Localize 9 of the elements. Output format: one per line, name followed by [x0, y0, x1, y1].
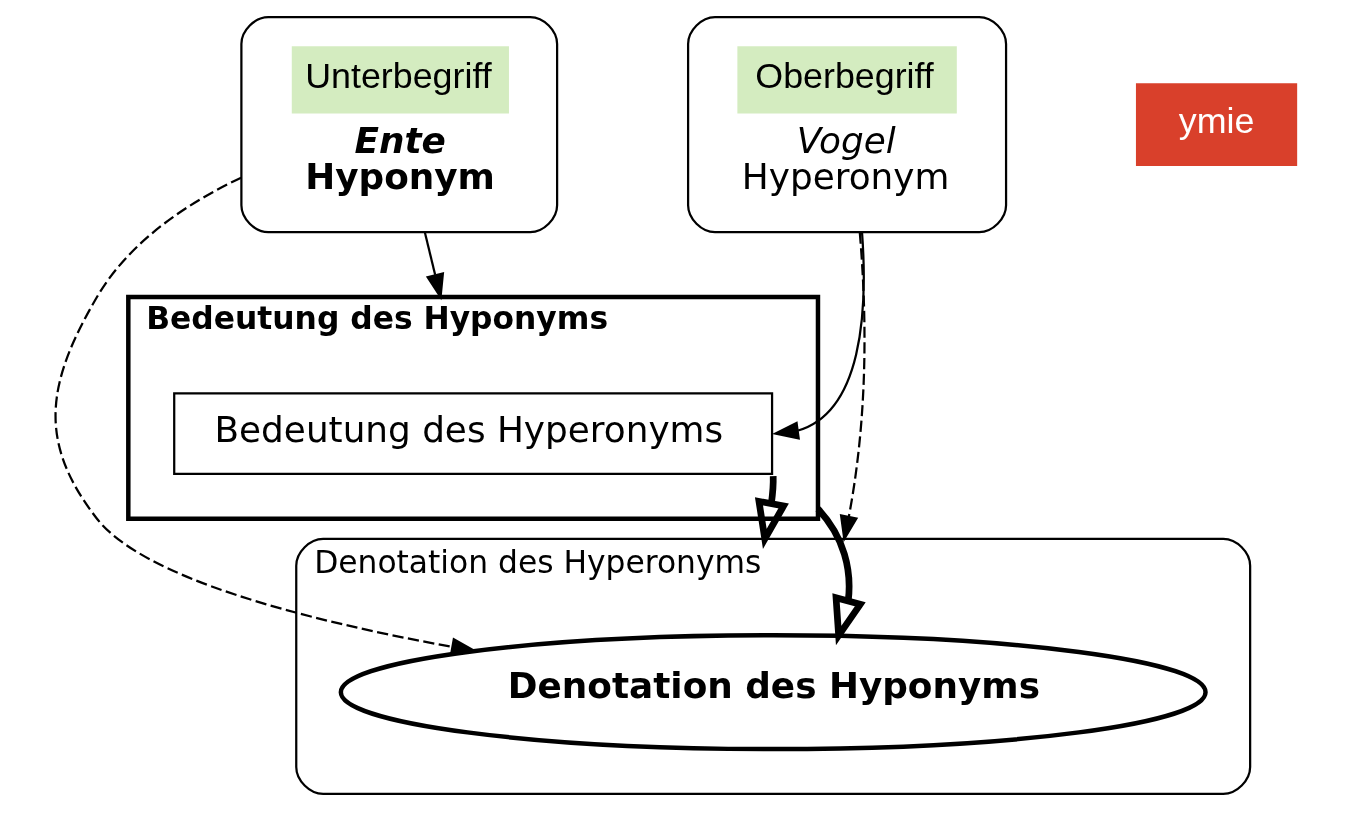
- arrow: [771, 232, 865, 440]
- node-box: Oberbegriff Vogel Hyperonym: [686, 16, 1007, 234]
- node-box: Bedeutung des Hyperonyms: [172, 392, 773, 476]
- node-box: Unterbegriff Ente Hyponym: [239, 16, 558, 234]
- node-ellipse: Denotation des Hyponyms: [338, 633, 1208, 752]
- arrow: [423, 232, 444, 301]
- arrow: [814, 506, 866, 646]
- arrow: [839, 232, 866, 543]
- label: ymie: [1178, 101, 1254, 142]
